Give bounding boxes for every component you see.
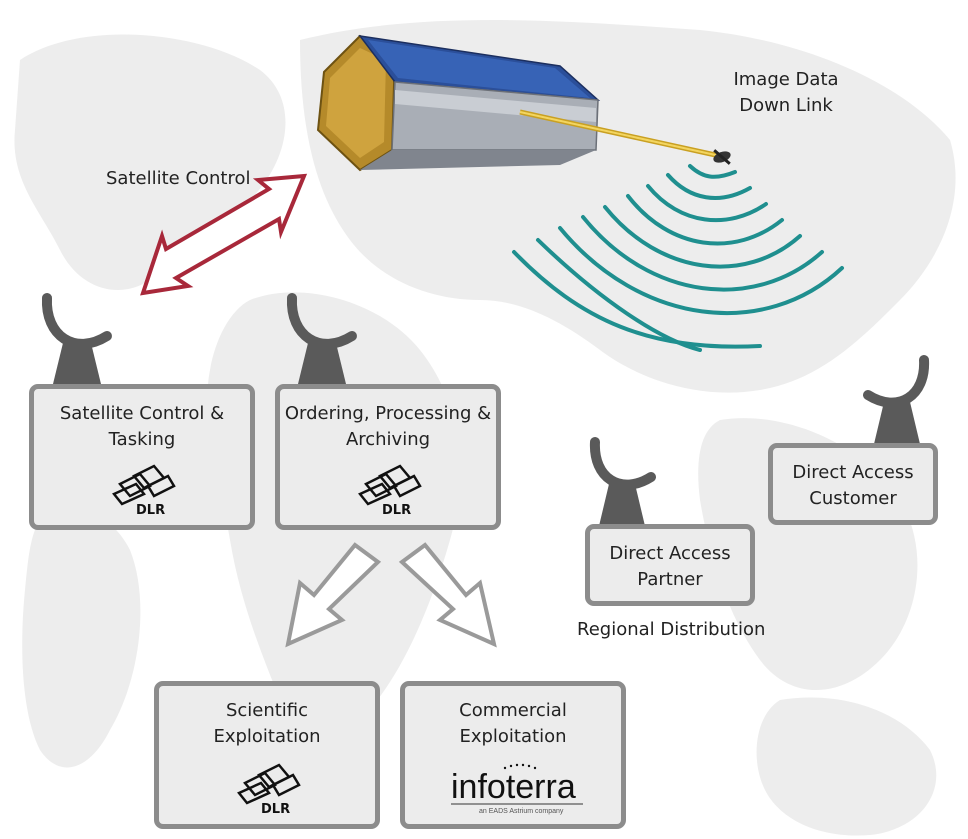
- antenna-icon: [589, 437, 656, 526]
- antenna-icon: [863, 355, 930, 444]
- commercial-exploitation-box: Commercial Exploitation infoterra an EAD…: [400, 681, 626, 829]
- exploitation-arrow-left: [285, 542, 382, 648]
- box-title: Ordering, Processing & Archiving: [280, 389, 496, 453]
- box-title-line-2: Customer: [809, 488, 897, 509]
- dlr-logo: DLR: [358, 464, 422, 516]
- dlr-logo-text: DLR: [136, 503, 165, 516]
- infoterra-wordmark: infoterra: [451, 768, 576, 806]
- regional-distribution-label: Regional Distribution: [577, 619, 766, 640]
- box-title-line-1: Commercial: [459, 700, 567, 721]
- box-title-line-1: Satellite Control &: [59, 403, 225, 424]
- satellite-control-arrow: [140, 173, 308, 296]
- box-title: Satellite Control & Tasking: [34, 389, 250, 453]
- box-title-line-2: Exploitation: [213, 726, 321, 747]
- box-title-line-2: Tasking: [108, 429, 176, 450]
- antenna-icon: [286, 293, 357, 384]
- box-title: Direct Access Partner: [590, 529, 750, 593]
- infoterra-tagline: an EADS Astrium company: [479, 808, 564, 815]
- image-data-line-1: Image Data: [733, 69, 839, 90]
- direct-access-customer-box: Direct Access Customer: [768, 443, 938, 525]
- box-title-line-1: Ordering, Processing &: [284, 403, 492, 424]
- satellite-control-label: Satellite Control: [106, 168, 251, 189]
- dlr-logo-text: DLR: [382, 503, 411, 516]
- box-title-line-2: Partner: [637, 569, 703, 590]
- box-title-line-1: Scientific: [225, 700, 309, 721]
- box-title-line-2: Archiving: [345, 429, 431, 450]
- dlr-logo-text: DLR: [261, 802, 290, 816]
- antenna-icon: [41, 293, 112, 384]
- scientific-exploitation-box: Scientific Exploitation DLR: [154, 681, 380, 829]
- exploitation-arrow-right: [398, 542, 497, 648]
- direct-access-partner-box: Direct Access Partner: [585, 524, 755, 606]
- box-title-line-1: Direct Access: [792, 462, 914, 483]
- box-title: Commercial Exploitation: [405, 686, 621, 750]
- image-data-down-link-label: Image Data Down Link: [716, 67, 856, 119]
- ordering-processing-archiving-box: Ordering, Processing & Archiving DLR: [275, 384, 501, 530]
- box-title-line-2: Exploitation: [459, 726, 567, 747]
- infoterra-logo: infoterra an EADS Astrium company: [451, 763, 583, 815]
- box-title: Scientific Exploitation: [159, 686, 375, 750]
- satellite-icon: [316, 34, 731, 172]
- dlr-logo: DLR: [112, 464, 176, 516]
- box-title-line-1: Direct Access: [609, 543, 731, 564]
- downlink-waves: [512, 164, 844, 352]
- image-data-line-2: Down Link: [739, 95, 833, 116]
- dlr-logo: DLR: [237, 763, 301, 816]
- box-title: Direct Access Customer: [773, 448, 933, 512]
- satellite-control-tasking-box: Satellite Control & Tasking DLR: [29, 384, 255, 530]
